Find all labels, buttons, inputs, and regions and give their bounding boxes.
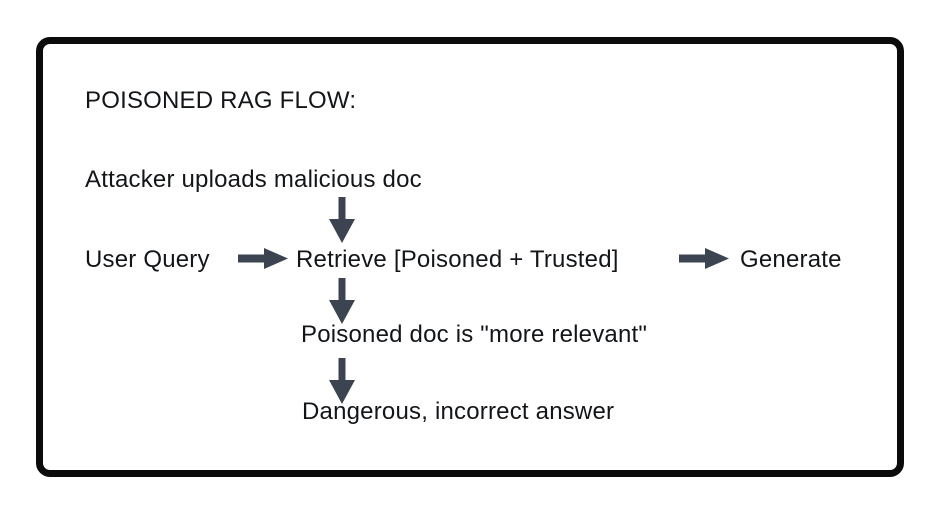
arrow-right-icon <box>679 248 729 269</box>
step-user-query: User Query <box>85 246 210 273</box>
step-poisoned-relevant: Poisoned doc is "more relevant" <box>301 321 648 348</box>
step-retrieve: Retrieve [Poisoned + Trusted] <box>296 246 619 273</box>
arrow-down-icon <box>329 278 355 324</box>
step-attacker-upload: Attacker uploads malicious doc <box>85 166 422 193</box>
step-dangerous-answer: Dangerous, incorrect answer <box>302 398 615 425</box>
arrow-down-icon <box>329 197 355 243</box>
step-generate: Generate <box>740 246 842 273</box>
diagram-title: POISONED RAG FLOW: <box>85 87 357 114</box>
arrow-right-icon <box>238 248 288 269</box>
arrow-down-icon <box>329 358 355 404</box>
diagram-frame: POISONED RAG FLOW: Attacker uploads mali… <box>36 37 904 477</box>
